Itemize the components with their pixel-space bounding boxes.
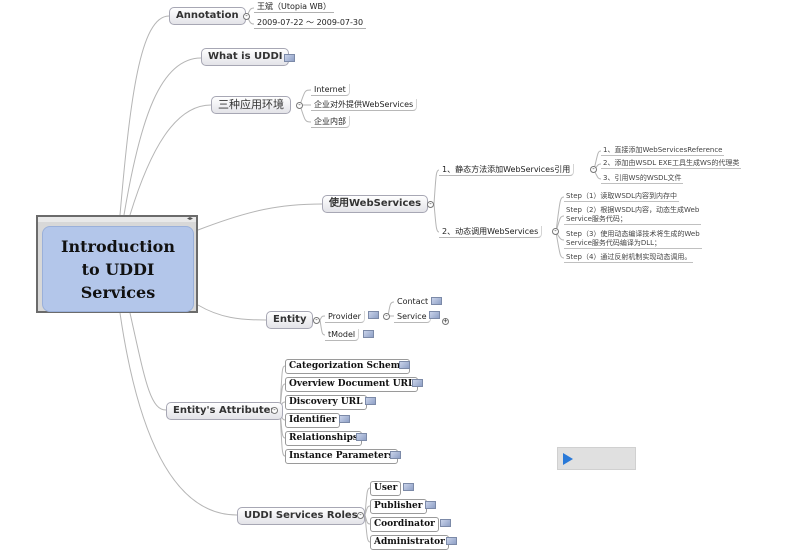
branch-three-environments[interactable]: 三种应用环境	[211, 96, 291, 114]
static-step-3[interactable]: 3、引用WS的WSDL文件	[601, 174, 684, 184]
note-icon[interactable]	[403, 483, 414, 491]
connector	[123, 57, 202, 216]
connector	[319, 319, 326, 336]
note-icon[interactable]	[363, 330, 374, 338]
connector	[433, 169, 440, 205]
role-user[interactable]: User	[370, 481, 402, 496]
role-publisher[interactable]: Publisher	[370, 499, 427, 514]
static-method[interactable]: 1、静态方法添加WebServices引用	[439, 164, 575, 176]
connector	[364, 514, 371, 543]
attr-identifier[interactable]: Identifier	[285, 413, 341, 428]
collapse-icon[interactable]: -	[357, 511, 364, 519]
expand-icon[interactable]: +	[442, 317, 449, 325]
branch-entity-attributes[interactable]: Entity's Attributes	[166, 402, 284, 420]
connector	[555, 231, 565, 259]
note-icon[interactable]	[284, 54, 295, 62]
role-coordinator[interactable]: Coordinator	[370, 517, 439, 532]
attr-discovery-url[interactable]: Discovery URL	[285, 395, 367, 410]
dynamic-step-2[interactable]: Step（2）根据WSDL内容，动态生成Web Service服务代码；	[564, 206, 702, 225]
static-step-1[interactable]: 1、直接添加WebServicesReference	[601, 146, 725, 156]
branch-uddi-services-roles[interactable]: UDDI Services Roles	[237, 507, 365, 525]
collapse-icon[interactable]: -	[271, 406, 278, 414]
entity-provider[interactable]: Provider	[325, 311, 365, 323]
connector	[555, 196, 565, 233]
branch-entity[interactable]: Entity	[266, 311, 314, 329]
connector	[197, 203, 323, 231]
central-topic-title: Introduction to UDDI Services	[61, 236, 175, 302]
note-icon[interactable]	[429, 311, 440, 319]
note-icon[interactable]	[440, 519, 451, 527]
branch-what-is-uddi[interactable]: What is UDDI	[201, 48, 290, 66]
note-icon[interactable]	[339, 415, 350, 423]
attr-overview-document-url[interactable]: Overview Document URL	[285, 377, 419, 392]
connector	[433, 203, 440, 233]
connector	[129, 104, 212, 216]
note-icon[interactable]	[399, 361, 410, 369]
central-topic[interactable]: Introduction to UDDI Services	[42, 226, 194, 312]
entity-service[interactable]: Service	[394, 311, 431, 323]
dynamic-step-1[interactable]: Step（1）读取WSDL内容到内存中	[564, 192, 680, 202]
note-icon[interactable]	[425, 501, 436, 509]
connector	[129, 312, 167, 411]
dynamic-step-4[interactable]: Step（4）通过反射机制实现动态调用。	[564, 253, 694, 263]
note-icon[interactable]	[446, 537, 457, 545]
connector	[197, 304, 267, 321]
connector	[299, 89, 312, 106]
connector	[364, 505, 371, 516]
frame-title-bar	[38, 217, 196, 222]
connector	[319, 315, 326, 321]
collapse-icon[interactable]: -	[313, 316, 320, 324]
connector	[593, 150, 602, 171]
attr-relationships[interactable]: Relationships	[285, 431, 362, 446]
collapse-icon[interactable]: -	[383, 312, 390, 320]
collapse-icon[interactable]: -	[296, 101, 303, 109]
collapse-icon[interactable]: -	[427, 200, 434, 208]
note-icon[interactable]	[365, 397, 376, 405]
static-step-2[interactable]: 2、添加由WSDL EXE工具生成WS的代理类	[601, 159, 742, 169]
role-administrator[interactable]: Administrator	[370, 535, 449, 550]
resize-icon[interactable]: ◂▸	[186, 215, 193, 222]
entity-contact[interactable]: Contact	[397, 297, 429, 306]
connector	[364, 487, 371, 516]
collapse-icon[interactable]: -	[552, 227, 559, 235]
annotation-author[interactable]: 王斌（Utopia WB）	[254, 2, 335, 13]
note-icon[interactable]	[412, 379, 423, 387]
dynamic-step-3[interactable]: Step（3）使用动态编译技术将生成的Web Service服务代码编译为DLL…	[564, 230, 702, 249]
note-icon[interactable]	[368, 311, 379, 319]
collapse-icon[interactable]: -	[590, 165, 597, 173]
entity-tmodel[interactable]: tModel	[325, 329, 360, 341]
branch-using-webservices[interactable]: 使用WebServices	[322, 195, 429, 213]
env-enterprise-internal[interactable]: 企业内部	[311, 116, 350, 128]
note-icon[interactable]	[431, 297, 442, 305]
play-icon[interactable]	[563, 453, 573, 465]
collapse-icon[interactable]: -	[243, 12, 250, 20]
play-panel[interactable]	[557, 447, 636, 470]
connector	[119, 15, 170, 216]
note-icon[interactable]	[390, 451, 401, 459]
env-enterprise-external[interactable]: 企业对外提供WebServices	[311, 99, 418, 111]
note-icon[interactable]	[356, 433, 367, 441]
branch-annotation[interactable]: Annotation	[169, 7, 246, 25]
env-internet[interactable]: Internet	[311, 84, 350, 96]
dynamic-method[interactable]: 2、动态调用WebServices	[439, 226, 543, 238]
attr-categorization-scheme[interactable]: Categorization Scheme	[285, 359, 411, 374]
annotation-date[interactable]: 2009-07-22 ～ 2009-07-30	[254, 18, 367, 29]
central-topic-frame[interactable]: ◂▸ Introduction to UDDI Services	[36, 215, 198, 313]
connector	[119, 312, 238, 516]
attr-instance-parameters[interactable]: Instance Parameters	[285, 449, 398, 464]
